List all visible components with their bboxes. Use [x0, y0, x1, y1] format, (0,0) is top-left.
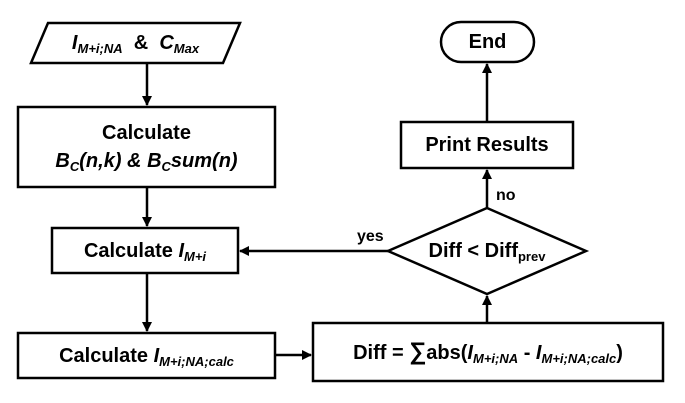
calc-bc-b1-sub: C: [69, 159, 80, 174]
calc-bc-b2-sub: C: [161, 159, 171, 174]
calc-im-var: I: [178, 239, 184, 262]
input-var-i-sub: M+i;NA: [77, 41, 123, 56]
calc-bc-node-text: Calculate BC(n,k) & BCsum(n): [18, 107, 275, 187]
calc-bc-amp: &: [127, 150, 142, 172]
diff-v1-sub: M+i;NA: [472, 350, 519, 366]
diff-minus: -: [523, 341, 531, 364]
input-parallelogram: [29, 21, 242, 65]
calc-bc-args2: sum(n): [170, 150, 238, 172]
diff-func: abs(: [426, 341, 468, 364]
print-results-text: Print Results: [425, 134, 549, 156]
input-var-c-sub: Max: [173, 41, 200, 56]
diff-lhs: Diff =: [353, 341, 404, 364]
end-text: End: [468, 31, 507, 53]
calc-calc-var-sub: M+i;NA;calc: [159, 353, 234, 369]
diff-formula-node-text: Diff = ∑abs(IM+i;NA - IM+i;NA;calc): [313, 323, 663, 381]
input-node-text: IM+i;NA & CMax: [31, 23, 240, 63]
calc-im-var-sub: M+i: [184, 248, 207, 264]
calc-im-box: [50, 226, 240, 275]
calc-bc-b2: B: [147, 150, 162, 172]
calc-calc-var: I: [153, 344, 160, 367]
diff-v2-sub: M+i;NA;calc: [541, 350, 617, 366]
calc-bc-line1: Calculate: [102, 122, 191, 144]
input-amp: &: [133, 32, 149, 54]
diff-v2: I: [535, 341, 542, 364]
end-terminator: [439, 20, 536, 64]
print-results-box: [399, 120, 575, 170]
no-label: no: [496, 187, 516, 204]
input-var-c: C: [159, 32, 174, 54]
diff-sigma: ∑: [409, 337, 427, 365]
decision-sub: prev: [517, 249, 546, 264]
diff-close: ): [616, 341, 623, 364]
decision-node-text: Diff < Diffprev: [388, 208, 586, 294]
decision-diamond: [384, 206, 590, 296]
diff-v1: I: [467, 341, 473, 364]
diff-formula-box: [311, 321, 665, 383]
calc-calc-box: [16, 331, 277, 380]
calc-im-node-text: Calculate IM+i: [52, 228, 238, 273]
decision-lhs: Diff < Diff: [428, 240, 518, 262]
calc-bc-box: [16, 105, 277, 189]
calc-calc-node-text: Calculate IM+i;NA;calc: [18, 333, 275, 378]
calc-bc-b1: B: [55, 150, 70, 172]
calc-calc-prefix: Calculate: [59, 344, 149, 367]
calc-bc-args1: (n,k): [79, 150, 122, 172]
yes-label: yes: [357, 228, 384, 245]
input-var-i: I: [71, 32, 78, 54]
calc-im-prefix: Calculate: [83, 239, 173, 262]
